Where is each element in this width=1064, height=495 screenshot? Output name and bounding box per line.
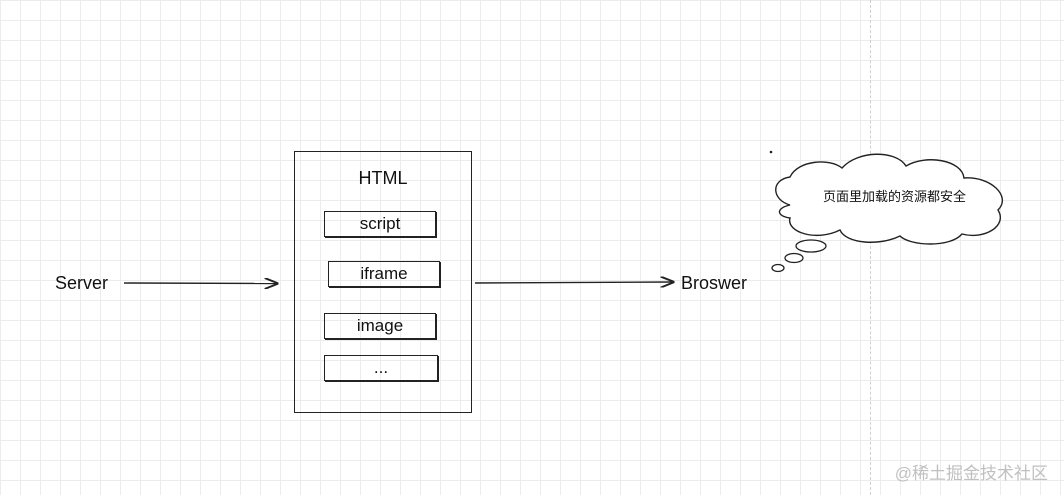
stray-dot	[769, 150, 773, 154]
thought-bubble-large	[795, 239, 827, 253]
html-document-box: HTML script iframe image ...	[294, 151, 472, 413]
watermark: @稀土掘金技术社区	[894, 464, 1048, 483]
browser-label: Broswer	[681, 273, 748, 293]
item-script: script	[324, 211, 436, 237]
thought-cloud	[775, 153, 1004, 245]
item-ellipsis: ...	[324, 355, 438, 381]
html-title: HTML	[358, 168, 408, 188]
item-image: image	[324, 313, 436, 339]
server-label: Server	[55, 273, 109, 293]
server-to-html-arrow	[123, 283, 277, 284]
html-to-browser-arrow	[474, 282, 673, 283]
thought-bubble-small	[771, 263, 785, 273]
thought-bubble-text: 页面里加载的资源都安全	[823, 189, 967, 204]
item-iframe: iframe	[328, 261, 440, 287]
dashed-divider	[870, 0, 871, 495]
thought-bubble-medium	[784, 252, 804, 264]
